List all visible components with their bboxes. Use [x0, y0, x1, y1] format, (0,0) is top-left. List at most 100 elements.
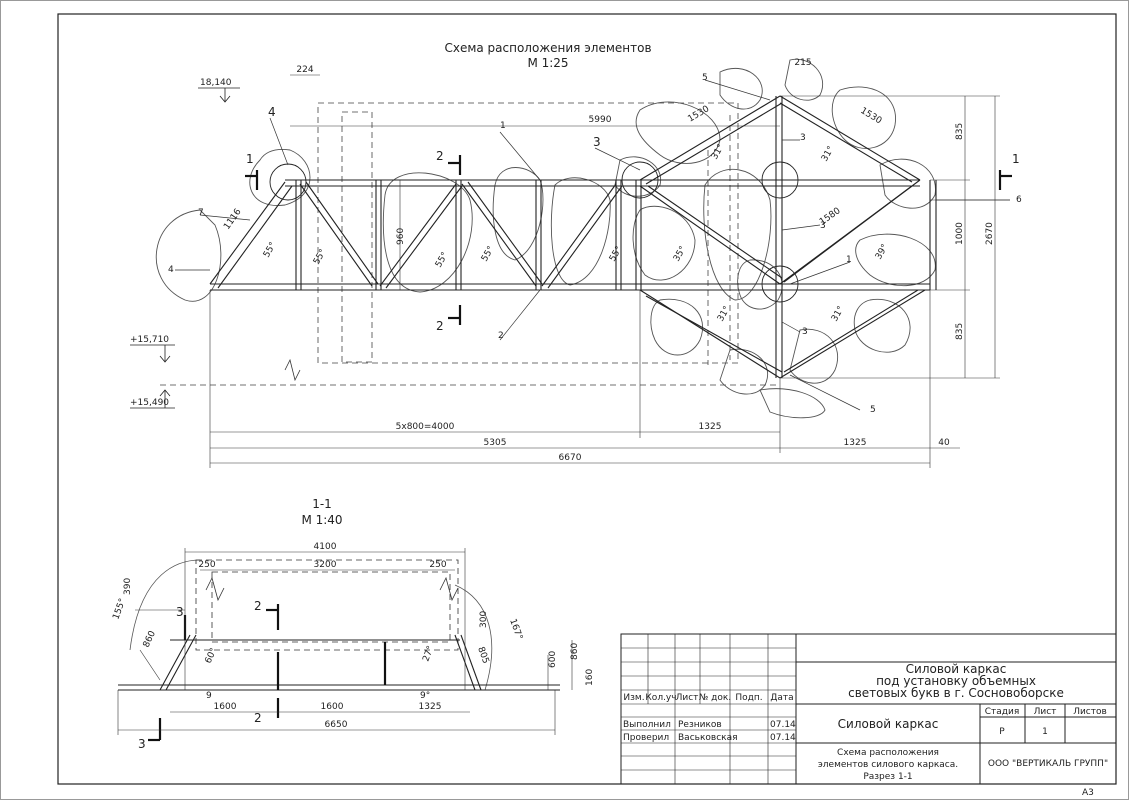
- angle-label: 55°: [480, 245, 497, 264]
- dimension-label: 5990: [589, 115, 612, 125]
- angle-label: 55°: [434, 251, 451, 270]
- dimension-label: 1325: [419, 702, 442, 712]
- main-plan: Схема расположения элементов М 1:25: [130, 41, 1022, 468]
- table-header: Изм.: [623, 693, 644, 703]
- dimension-label: 6650: [325, 720, 348, 730]
- item-mark: 3: [802, 327, 808, 337]
- person-name: Васьковская: [678, 733, 738, 743]
- table-header: № док.: [699, 693, 731, 703]
- dimension-label: 600: [548, 651, 558, 668]
- person-name: Резников: [678, 720, 722, 730]
- dimension-label: 1530: [686, 104, 711, 125]
- sheet-description: элементов силового каркаса.: [818, 760, 958, 770]
- section-mark: 1: [1012, 152, 1020, 166]
- section-mark: 2: [254, 599, 262, 613]
- role-label: Выполнил: [623, 720, 671, 730]
- dimension-label: 9°: [420, 691, 430, 701]
- item-mark: 1: [846, 255, 852, 265]
- dimension-label: 155°: [111, 597, 128, 621]
- table-header: Дата: [770, 693, 793, 703]
- elevation-label: 18,140: [200, 78, 232, 88]
- elevation-label: +15,710: [130, 335, 169, 345]
- dimension-label: 6670: [559, 453, 582, 463]
- dimension-label: 3200: [314, 560, 337, 570]
- section-mark: 1: [246, 152, 254, 166]
- dimension-label: 167°: [507, 618, 524, 642]
- item-mark: 1: [500, 121, 506, 131]
- drawing-frame: [57, 13, 1117, 785]
- table-header: Подп.: [735, 693, 762, 703]
- title-block: [620, 633, 1117, 785]
- project-title: световых букв в г. Сосновоборске: [848, 686, 1064, 700]
- item-mark: 5: [702, 73, 708, 83]
- section-title: 1-1: [312, 497, 332, 511]
- dimension-label: 1000: [955, 222, 965, 245]
- stage-value: Р: [999, 727, 1005, 737]
- dimension-label: 805: [475, 646, 490, 666]
- section-mark: 3: [138, 737, 146, 751]
- item-mark: 2: [498, 331, 504, 341]
- angle-label: 55°: [608, 245, 625, 264]
- dimension-label: 1530: [858, 106, 883, 127]
- main-scale: М 1:25: [527, 56, 568, 70]
- table-header: Кол.уч: [645, 693, 676, 703]
- dimension-label: 2670: [985, 222, 995, 245]
- project-title: Силовой каркас: [906, 662, 1007, 676]
- dimension-label: 4100: [314, 542, 337, 552]
- sheet-value: 1: [1042, 727, 1048, 737]
- sign-date: 07.14: [770, 720, 796, 730]
- section-scale: М 1:40: [301, 513, 342, 527]
- item-mark: 7: [198, 208, 204, 218]
- main-title: Схема расположения элементов: [444, 41, 651, 55]
- object-name: Силовой каркас: [838, 717, 939, 731]
- elevation-label: +15,490: [130, 398, 169, 408]
- dimension-label: 960: [396, 228, 406, 245]
- angle-label: 31°: [830, 305, 847, 324]
- dimension-label: 250: [198, 560, 215, 570]
- dimension-label: 1600: [321, 702, 344, 712]
- item-mark: 4: [168, 265, 174, 275]
- item-mark: 3: [800, 133, 806, 143]
- dimension-label: 835: [955, 123, 965, 140]
- role-label: Проверил: [623, 733, 669, 743]
- table-header: Лист: [676, 693, 699, 703]
- angle-label: 39°: [874, 243, 891, 262]
- dimension-label: 40: [938, 438, 950, 448]
- company-name: ООО "ВЕРТИКАЛЬ ГРУПП": [988, 759, 1108, 769]
- section-mark: 2: [436, 149, 444, 163]
- angle-label: 31°: [820, 145, 837, 164]
- item-mark: 5: [870, 405, 876, 415]
- item-mark: 4: [268, 105, 276, 119]
- section-mark: 2: [436, 319, 444, 333]
- dimension-label: 860: [570, 643, 580, 660]
- dimension-label: 1600: [214, 702, 237, 712]
- sheet-description: Разрез 1-1: [863, 772, 912, 782]
- paper-format: А3: [1082, 788, 1094, 798]
- sheet-description: Схема расположения: [837, 748, 939, 758]
- dimension-label: 5305: [484, 438, 507, 448]
- sheet-header: Лист: [1034, 707, 1057, 717]
- dimension-label: 300: [479, 611, 489, 628]
- item-mark: 6: [1016, 195, 1022, 205]
- angle-label: 31°: [710, 143, 727, 162]
- angle-label: 55°: [312, 248, 329, 267]
- dimension-label: 1325: [844, 438, 867, 448]
- dimension-label: 9: [206, 691, 212, 701]
- dimension-label: 390: [123, 578, 133, 595]
- dimension-label: 160: [585, 669, 595, 686]
- dimension-label: 5х800=4000: [396, 422, 455, 432]
- section-view: 1-1 М 1:40 3: [111, 497, 595, 751]
- project-title: под установку объемных: [876, 674, 1036, 688]
- dimension-label: 1325: [699, 422, 722, 432]
- stage-header: Стадия: [985, 707, 1020, 717]
- dimension-label: 60°: [204, 647, 220, 666]
- dimension-label: 860: [142, 629, 158, 649]
- sheets-header: Листов: [1073, 707, 1107, 717]
- section-mark: 3: [176, 605, 184, 619]
- angle-label: 35°: [672, 245, 689, 264]
- sign-date: 07.14: [770, 733, 796, 743]
- item-mark: 3: [820, 221, 826, 231]
- dimension-label: 215: [794, 58, 811, 68]
- dimension-label: 835: [955, 323, 965, 340]
